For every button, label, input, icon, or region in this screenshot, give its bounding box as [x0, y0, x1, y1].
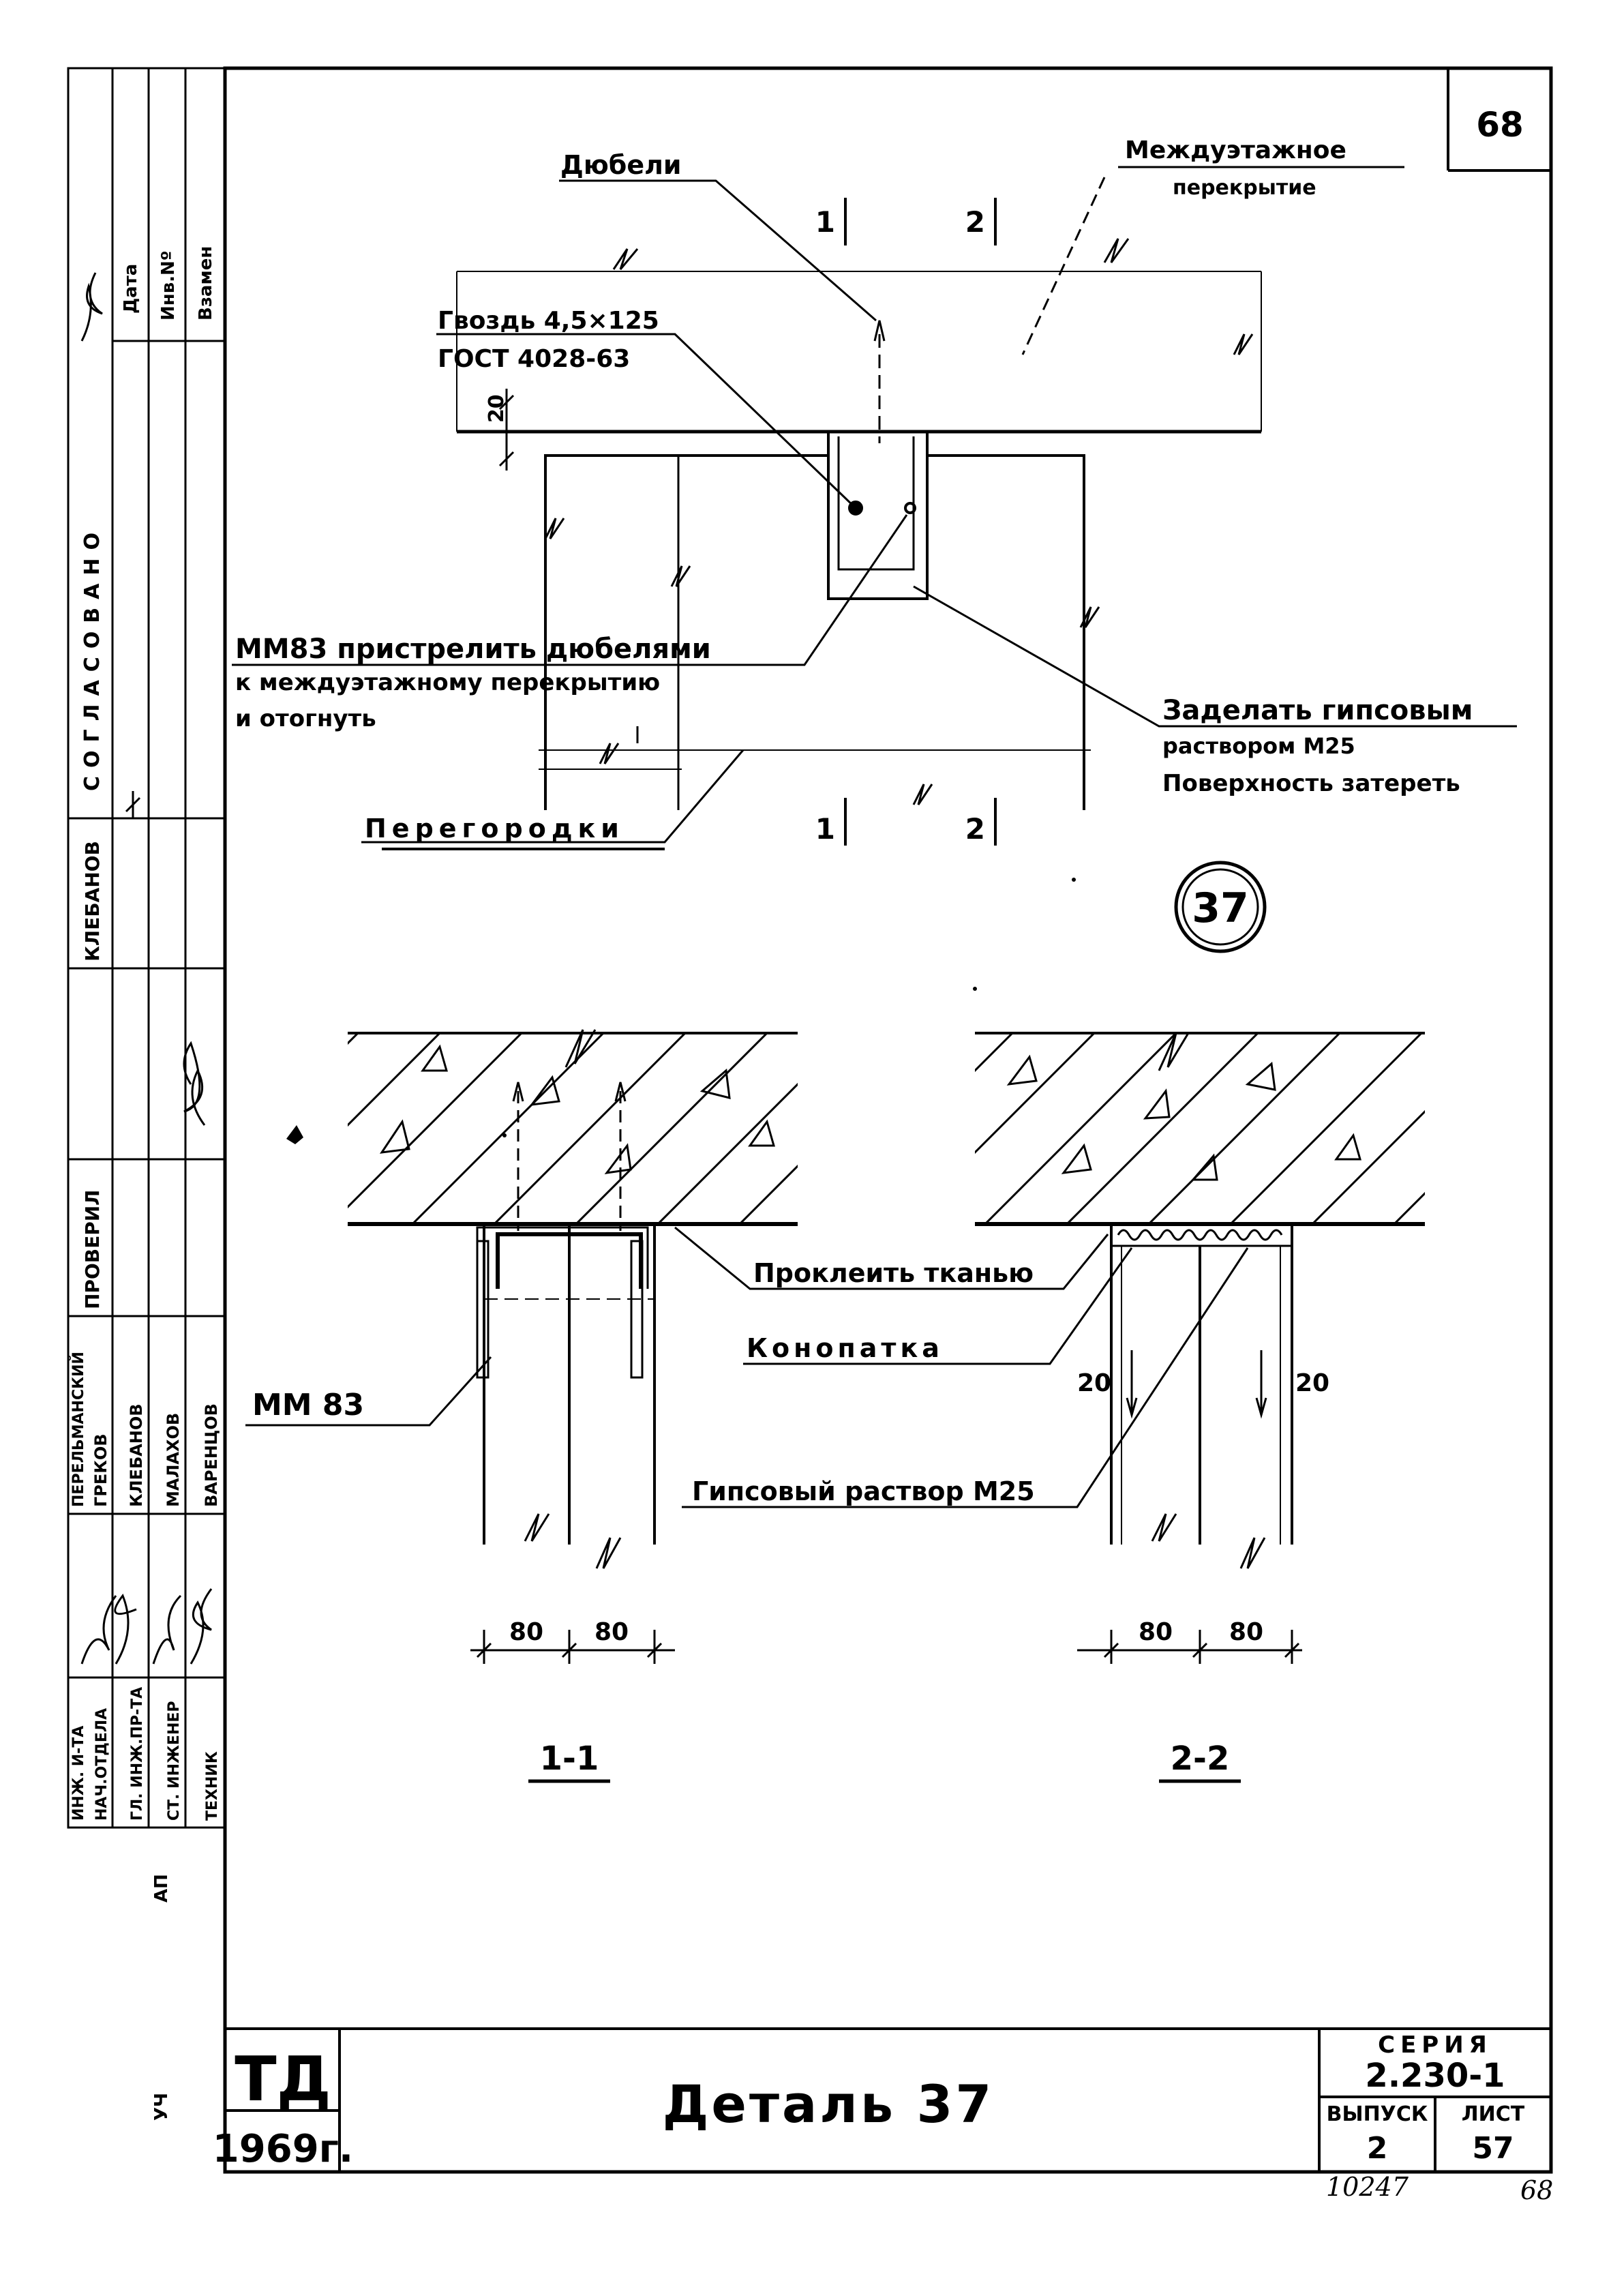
issue-label: ВЫПУСК: [1327, 2102, 1428, 2126]
sec2-dim-20-right: 20: [1295, 1369, 1329, 1397]
sheet-label: ЛИСТ: [1462, 2102, 1525, 2126]
note-mm83-line3: и отогнуть: [235, 705, 376, 732]
section-mark-top-2: 2: [965, 205, 985, 239]
sec2-dim-20-left: 20: [1077, 1369, 1111, 1397]
plan-labels: Дюбели Междуэтажное перекрытие Гвоздь 4,…: [235, 136, 1473, 846]
page-number-bottom: 68: [1520, 2175, 1553, 2205]
org-code: ТД: [235, 2044, 331, 2115]
label-nail-1: Гвоздь 4,5×125: [438, 307, 659, 335]
detail-number: 37: [1192, 884, 1249, 932]
issue-value: 2: [1367, 2131, 1388, 2166]
stamp-signatures: [80, 272, 213, 1665]
stamp-texts: СОГЛАСОВАНО Дата Инв.Nº Взамен КЛЕБАНОВ …: [70, 246, 221, 2121]
label-floor-2: перекрытие: [1173, 176, 1316, 200]
stamp-role-1: ИНЖ. И-ТА: [70, 1726, 87, 1821]
note-gypsum-line3: Поверхность затереть: [1162, 770, 1460, 797]
page-number-top: 68: [1476, 105, 1524, 145]
stamp-agreed-label: СОГЛАСОВАНО: [80, 524, 104, 791]
plan-view: [456, 198, 1262, 846]
section-2-title: 2-2: [1171, 1740, 1230, 1778]
section-1-1: 80 80 1-1: [348, 1029, 798, 1783]
section-labels: Проклеить тканью Конопатка ММ 83 Гипсовы…: [252, 1258, 1035, 1506]
stamp-role-4: СТ. ИНЖЕНЕР: [166, 1701, 183, 1821]
gypsum-layer: [1110, 1223, 1293, 1247]
year: 1969г.: [213, 2127, 353, 2171]
stamp-date-label: Дата: [121, 264, 141, 314]
label-partitions: Перегородки: [365, 814, 624, 844]
note-gypsum-line2: раствором М25: [1162, 733, 1355, 759]
stamp-inv-no-label: Инв.Nº: [158, 251, 179, 320]
title-block: [225, 2027, 1551, 2172]
label-caulking: Конопатка: [747, 1333, 944, 1363]
stamp-name-3: КЛЕБАНОВ: [127, 1403, 146, 1507]
section-mark-bottom-2: 2: [965, 812, 985, 846]
label-mm83: ММ 83: [252, 1388, 364, 1422]
margin-mark-1: УЧ: [151, 2093, 172, 2121]
stamp-role-2: НАЧ.ОТДЕЛА: [93, 1708, 110, 1821]
section-mark-bottom-1: 1: [815, 812, 835, 846]
section-mark-top-1: 1: [815, 205, 835, 239]
inventory-number: 10247: [1326, 2172, 1409, 2202]
stamp-role-3: ГЛ. ИНЖ.ПР-ТА: [129, 1687, 146, 1821]
note-gypsum-line1: Заделать гипсовым: [1162, 695, 1473, 726]
label-dowels: Дюбели: [560, 150, 682, 180]
label-floor-1: Междуэтажное: [1125, 136, 1346, 164]
title-block-texts: ТД 1969г. Деталь 37 СЕРИЯ 2.230-1 ВЫПУСК…: [213, 2031, 1554, 2205]
slab-section-1: [348, 1033, 798, 1224]
mm83-channel-plan: [827, 430, 929, 600]
label-nail-2: ГОСТ 4028-63: [438, 345, 630, 373]
series-value: 2.230-1: [1365, 2057, 1505, 2095]
section-leaders: [245, 1226, 1249, 1508]
stamp-agreed-by: КЛЕБАНОВ: [81, 841, 104, 961]
stamp-replaces-label: Взамен: [196, 246, 216, 320]
section-1-title: 1-1: [540, 1740, 599, 1778]
sheet-title: Деталь 37: [663, 2074, 995, 2134]
partition-right: [927, 454, 1085, 810]
note-mm83-line2: к междуэтажному перекрытию: [235, 669, 660, 696]
sec1-dim-1: 80: [509, 1618, 543, 1646]
stamp-role-5: ТЕХНИК: [204, 1751, 221, 1821]
stamp-name-5: ВАРЕНЦОВ: [202, 1403, 221, 1507]
section-2-2: 20 20 80 80 2-2: [975, 1032, 1425, 1783]
label-gypsum-mortar: Гипсовый раствор М25: [692, 1476, 1035, 1506]
plan-dim-20: 20: [485, 394, 509, 423]
margin-mark-2: АП: [151, 1874, 172, 1903]
plan-leaders: [232, 166, 1517, 844]
sec1-dim-2: 80: [594, 1618, 629, 1646]
slab-section-2: [975, 1033, 1425, 1224]
stamp-checked-label: ПРОВЕРИЛ: [81, 1190, 104, 1309]
sec2-dim-1: 80: [1139, 1618, 1173, 1646]
note-mm83-line1: ММ83 пристрелить дюбелями: [235, 633, 711, 665]
label-glue-fabric: Проклеить тканью: [753, 1258, 1034, 1288]
scan-marks: [286, 878, 1076, 1144]
sec2-dim-2: 80: [1229, 1618, 1263, 1646]
partition-left: [544, 454, 828, 810]
stamp-name-1: ПЕРЕЛЬМАНСКИЙ: [70, 1352, 87, 1507]
stamp-name-4: МАЛАХОВ: [164, 1413, 183, 1507]
stamp-name-2: ГРЕКОВ: [91, 1433, 110, 1507]
sheet-value: 57: [1472, 2131, 1514, 2166]
detail-number-marker: 37: [1174, 861, 1267, 953]
approval-stamp-strip: [67, 67, 226, 1829]
series-label: СЕРИЯ: [1378, 2031, 1492, 2059]
